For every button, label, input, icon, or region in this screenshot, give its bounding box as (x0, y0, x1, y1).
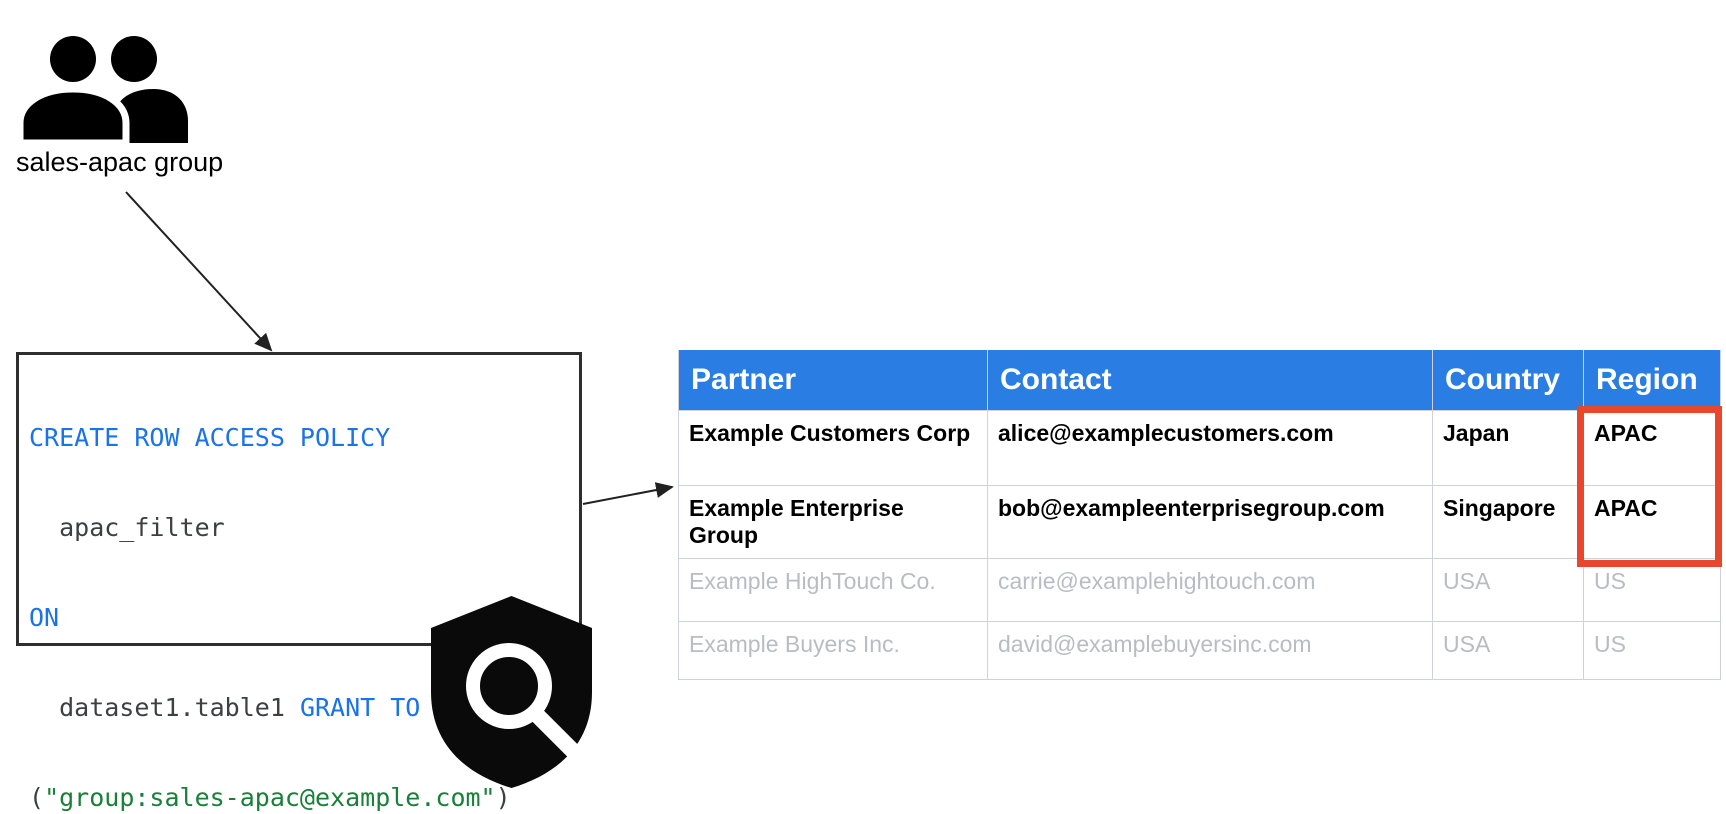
cell-partner: Example HighTouch Co. (679, 559, 988, 622)
cell-region: APAC (1584, 411, 1721, 486)
group-label: sales-apac group (16, 147, 224, 177)
shield-search-icon (431, 596, 592, 788)
arrow-group-to-policy (125, 191, 273, 352)
cell-country: USA (1433, 559, 1584, 622)
code-line: dataset1.table1 GRANT TO (29, 693, 421, 722)
cell-partner: Example Customers Corp (679, 411, 988, 486)
column-header-contact: Contact (988, 350, 1433, 411)
cell-partner: Example Buyers Inc. (679, 622, 988, 680)
code-line: apac_filter (29, 513, 225, 542)
cell-region: US (1584, 559, 1721, 622)
cell-contact: bob@exampleenterprisegroup.com (988, 486, 1433, 559)
cell-contact: david@examplebuyersinc.com (988, 622, 1433, 680)
arrow-policy-to-table (582, 482, 674, 505)
code-line: ON (29, 603, 60, 632)
cell-country: Singapore (1433, 486, 1584, 559)
cell-country: Japan (1433, 411, 1584, 486)
cell-contact: alice@examplecustomers.com (988, 411, 1433, 486)
column-header-region: Region (1584, 350, 1721, 411)
cell-region: US (1584, 622, 1721, 680)
column-header-partner: Partner (679, 350, 988, 411)
policy-code-box: CREATE ROW ACCESS POLICY apac_filter ON … (16, 352, 582, 812)
partners-table: Partner Contact Country Region Example C… (678, 350, 1721, 680)
cell-region: APAC (1584, 486, 1721, 559)
cell-country: USA (1433, 622, 1584, 680)
column-header-country: Country (1433, 350, 1584, 411)
cell-contact: carrie@examplehightouch.com (988, 559, 1433, 622)
group-people-icon (18, 36, 188, 143)
code-line: CREATE ROW ACCESS POLICY (29, 423, 391, 452)
region-highlight-box (1577, 406, 1722, 567)
code-line: ("group:sales-apac@example.com") (29, 783, 511, 812)
cell-partner: Example Enterprise Group (679, 486, 988, 559)
